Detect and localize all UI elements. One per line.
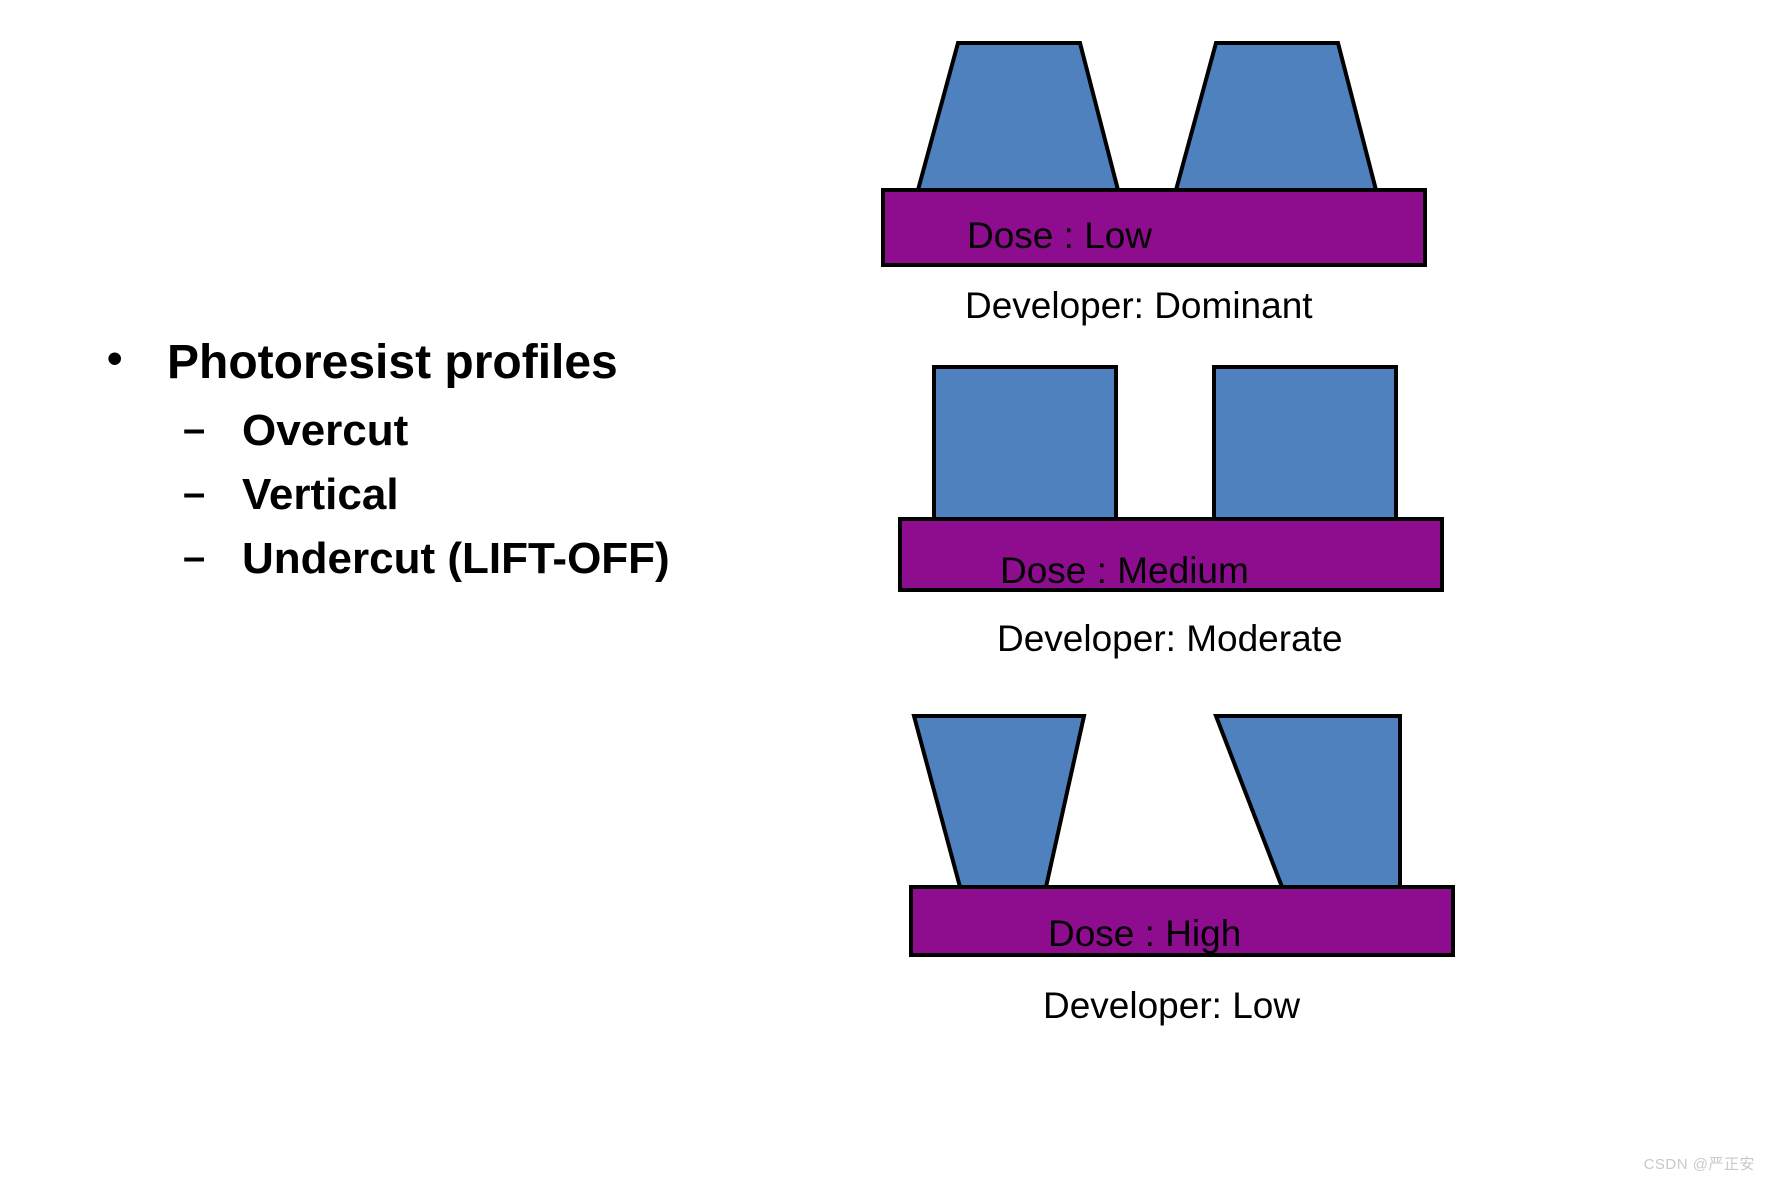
substrate-bar [881, 188, 1427, 267]
bullet-item-undercut: – Undercut (LIFT-OFF) [95, 536, 815, 582]
bullet-label: Vertical [242, 470, 399, 520]
dose-label-medium: Dose : Medium [1000, 550, 1249, 591]
substrate-bar [898, 517, 1444, 592]
bullet-label: Photoresist profiles [167, 336, 618, 389]
bullet-marker-dot: • [107, 334, 123, 383]
undercut-cross-section [909, 714, 1455, 957]
substrate-bar [909, 885, 1455, 957]
developer-caption-low: Developer: Low [1043, 985, 1301, 1026]
bullet-item-overcut: – Overcut [95, 405, 815, 455]
vertical-cross-section [898, 365, 1444, 592]
dose-label-high: Dose : High [1048, 913, 1242, 954]
bullet-label: Undercut (LIFT-OFF) [242, 534, 670, 584]
resist-feature-left [915, 41, 1121, 192]
resist-feature-left [911, 714, 1087, 889]
figure-vertical: Dose : Medium Developer: Moderate [897, 363, 1477, 659]
resist-feature-left [932, 365, 1118, 521]
bullet-list: • Photoresist profiles – Overcut – Verti… [95, 334, 815, 600]
overcut-cross-section [881, 41, 1427, 267]
figure-undercut: Dose : High Developer: Low [908, 710, 1488, 1026]
figure-overcut: Dose : Low Developer: Dominant [880, 35, 1460, 326]
bullet-item-photoresist-profiles: • Photoresist profiles [95, 334, 815, 389]
watermark: CSDN @严正安 [1643, 1156, 1755, 1173]
bullet-marker-dash: – [183, 535, 206, 580]
developer-caption-dominant: Developer: Dominant [965, 285, 1313, 326]
bullet-item-vertical: – Vertical [95, 470, 815, 520]
resist-feature-right [1173, 41, 1379, 192]
resist-feature-right [1213, 714, 1402, 889]
dose-label-low: Dose : Low [967, 215, 1153, 256]
bullet-marker-dash: – [183, 406, 206, 451]
bullet-marker-dash: – [183, 471, 206, 516]
bullet-label: Overcut [242, 405, 409, 455]
resist-feature-right [1212, 365, 1398, 521]
developer-caption-moderate: Developer: Moderate [997, 618, 1343, 659]
